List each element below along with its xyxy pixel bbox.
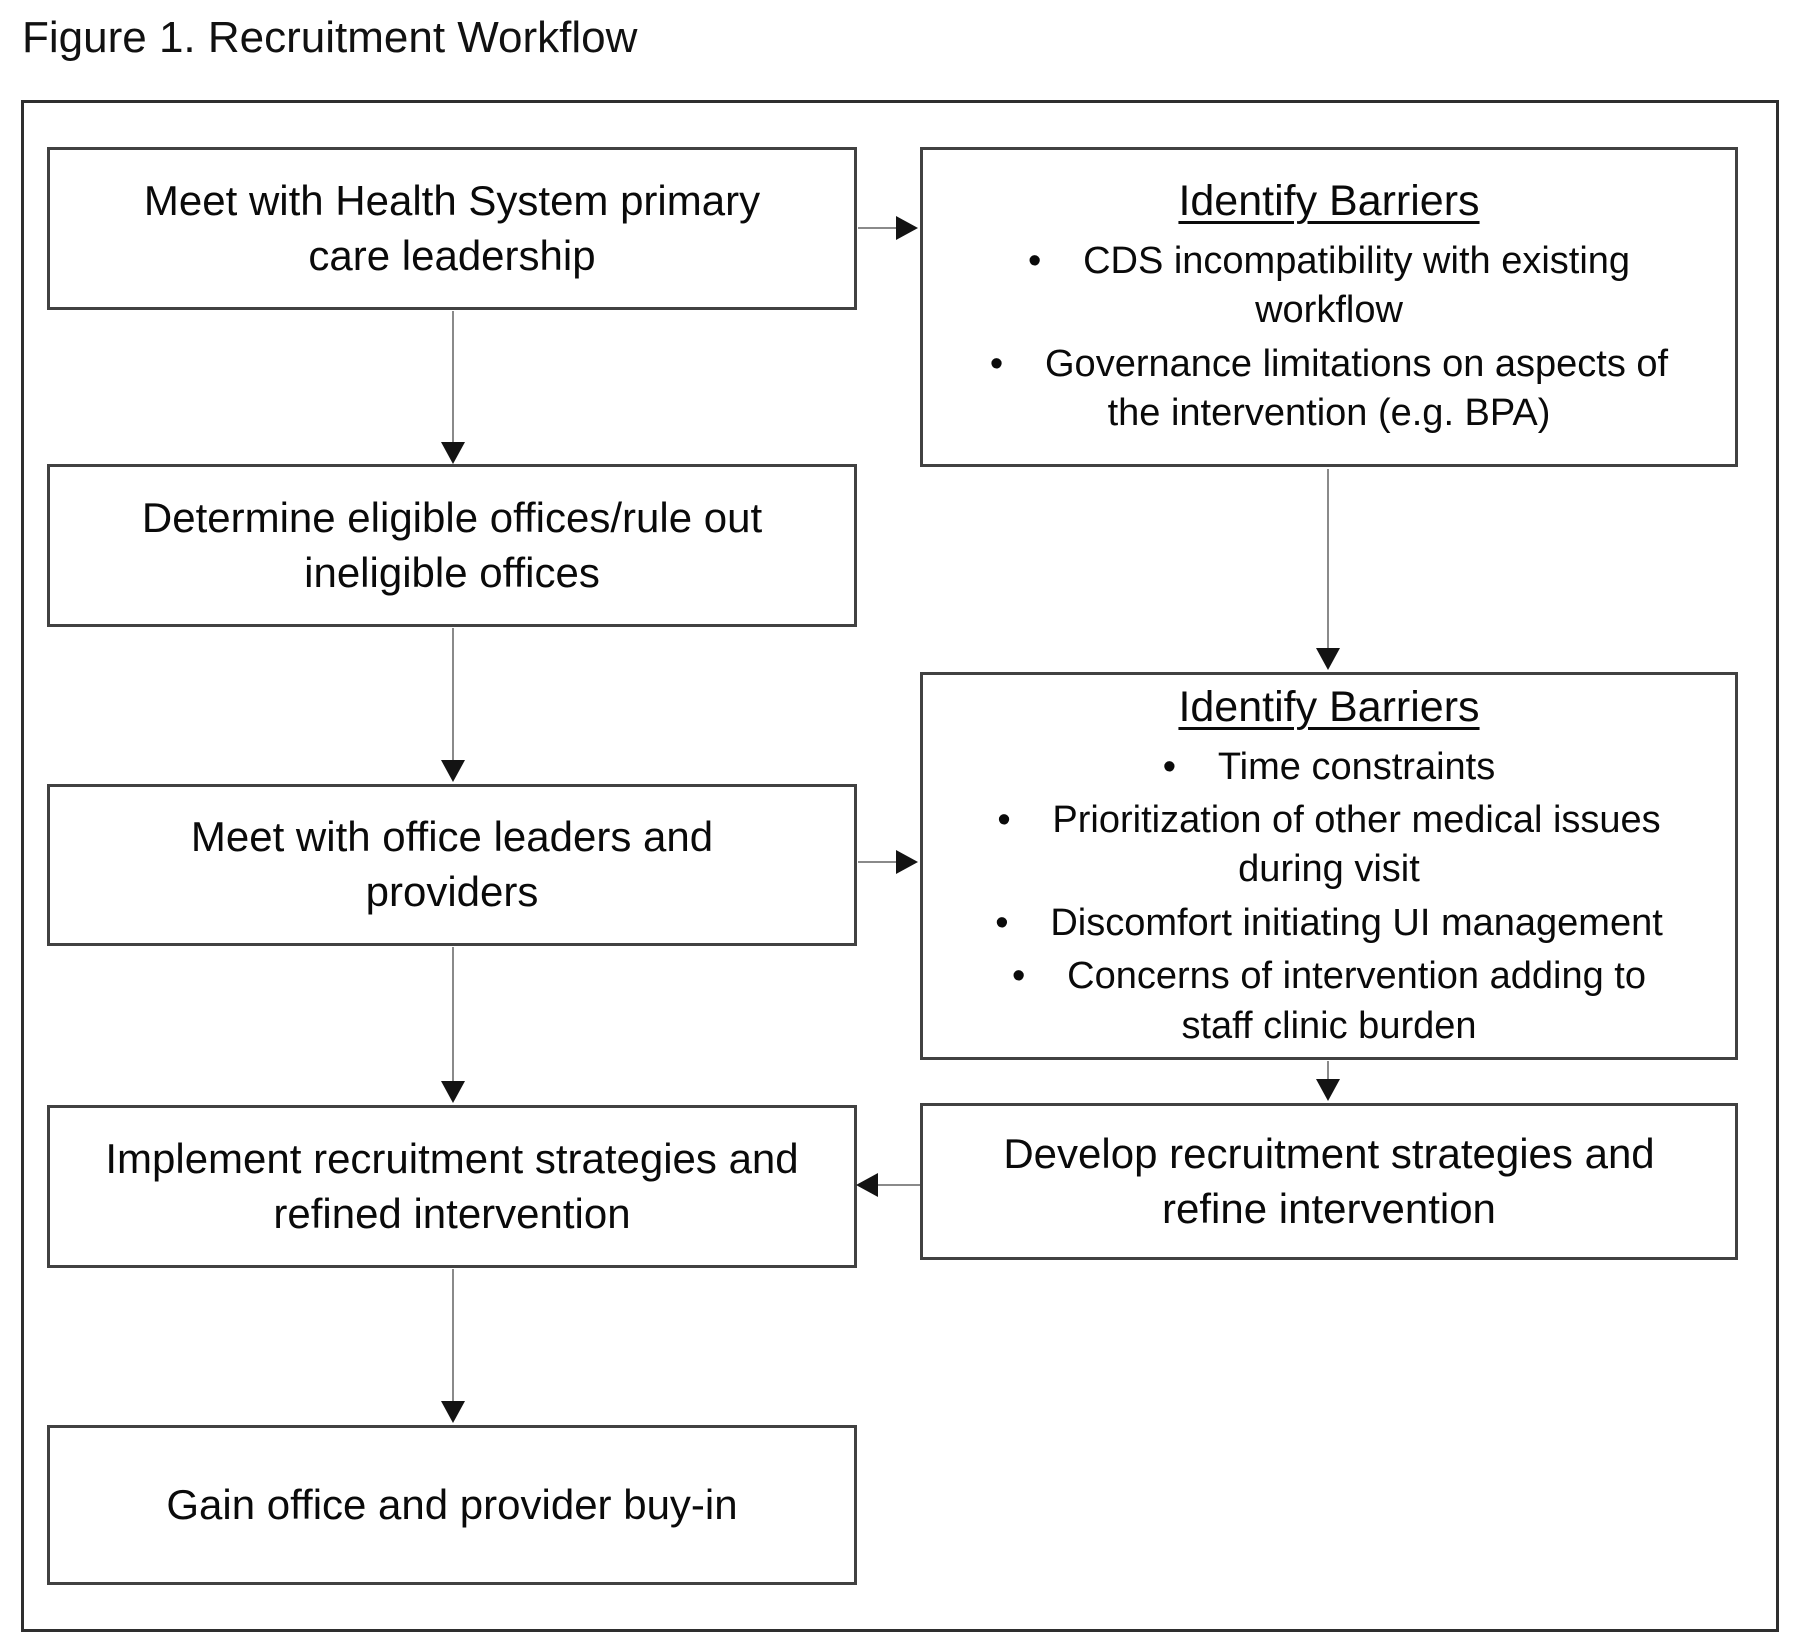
barrier-bullet-list: Time constraints Prioritization of other… [923, 743, 1735, 1051]
bullet-text: Discomfort initiating UI management [1050, 901, 1663, 944]
connector-line [878, 1184, 920, 1186]
step-box-gain-buy-in: Gain office and provider buy-in [47, 1425, 857, 1585]
step-label: Develop recruitment strategies and refin… [1003, 1129, 1655, 1232]
step-label: Meet with office leaders and providers [190, 813, 714, 915]
arrowhead-right-icon [896, 216, 918, 240]
barrier-box-title: Identify Barriers [1178, 177, 1480, 226]
barrier-box-top: Identify Barriers CDS incompatibility wi… [920, 147, 1738, 467]
step-label: Meet with Health System primary care lea… [143, 176, 761, 279]
barrier-bullet: Governance limitations on aspects of the… [923, 340, 1735, 439]
bullet-text: Concerns of intervention adding to staff… [1067, 955, 1646, 1047]
develop-strategies-box: Develop recruitment strategies and refin… [920, 1103, 1738, 1260]
step-box-meet-health-system-leadership: Meet with Health System primary care lea… [47, 147, 857, 310]
connector-line [1327, 1061, 1329, 1079]
arrowhead-down-icon [1316, 1079, 1340, 1101]
step-box-determine-eligible-offices: Determine eligible offices/rule out inel… [47, 464, 857, 627]
step-label: Implement recruitment strategies and ref… [105, 1134, 799, 1237]
barrier-bullet: Prioritization of other medical issues d… [923, 796, 1735, 895]
arrowhead-left-icon [856, 1173, 878, 1197]
bullet-text: Time constraints [1217, 745, 1496, 788]
step-box-implement-recruitment-strategies: Implement recruitment strategies and ref… [47, 1105, 857, 1268]
connector-line [452, 311, 454, 442]
arrowhead-down-icon [441, 760, 465, 782]
barrier-bullet: Concerns of intervention adding to staff… [923, 952, 1735, 1051]
arrowhead-right-icon [896, 850, 918, 874]
arrowhead-down-icon [441, 1081, 465, 1103]
connector-line [1327, 469, 1329, 648]
connector-line [452, 947, 454, 1081]
barrier-bullet: Time constraints [923, 743, 1735, 792]
arrowhead-down-icon [441, 442, 465, 464]
barrier-bullet: CDS incompatibility with existing workfl… [923, 237, 1735, 336]
connector-line [452, 1269, 454, 1401]
step-label: Gain office and provider buy-in [166, 1480, 738, 1528]
arrowhead-down-icon [441, 1401, 465, 1423]
connector-line [452, 628, 454, 760]
barrier-box-middle: Identify Barriers Time constraints Prior… [920, 672, 1738, 1060]
figure-title: Figure 1. Recruitment Workflow [22, 13, 638, 62]
step-box-meet-office-leaders: Meet with office leaders and providers [47, 784, 857, 946]
connector-line [858, 861, 896, 863]
bullet-text: Governance limitations on aspects of the… [1045, 342, 1669, 435]
step-label: Determine eligible offices/rule out inel… [141, 493, 763, 596]
bullet-text: Prioritization of other medical issues d… [1052, 799, 1661, 891]
bullet-text: CDS incompatibility with existing workfl… [1083, 240, 1631, 332]
barrier-bullet-list: CDS incompatibility with existing workfl… [923, 237, 1735, 439]
barrier-box-title: Identify Barriers [1178, 682, 1480, 731]
barrier-bullet: Discomfort initiating UI management [923, 899, 1735, 948]
arrowhead-down-icon [1316, 648, 1340, 670]
connector-line [858, 227, 896, 229]
